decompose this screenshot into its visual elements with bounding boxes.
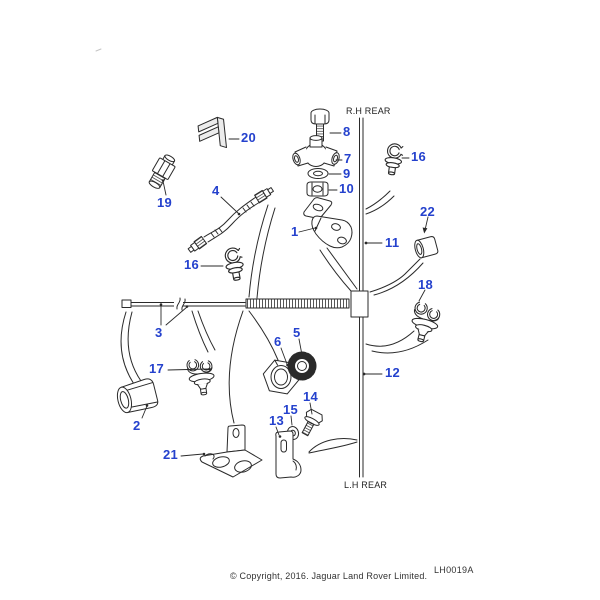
callout-2[interactable]: 2 xyxy=(133,418,141,433)
callout-10[interactable]: 10 xyxy=(339,181,355,196)
part-2-sleeve-drawing xyxy=(116,378,159,414)
callout-3[interactable]: 3 xyxy=(155,325,163,340)
part-18-clip-drawing xyxy=(406,300,443,346)
part-17-clip-drawing xyxy=(185,356,217,398)
pipe-run-curves xyxy=(120,190,429,454)
part-7-connector-drawing xyxy=(292,135,340,167)
callout-13[interactable]: 13 xyxy=(269,413,285,428)
callout-17[interactable]: 17 xyxy=(149,361,165,376)
part-12-vertical-pipe-lower xyxy=(359,316,364,478)
t-connector xyxy=(350,290,369,318)
callout-12[interactable]: 12 xyxy=(385,365,401,380)
callout-11[interactable]: 11 xyxy=(385,235,400,250)
callout-4[interactable]: 4 xyxy=(212,183,220,198)
callout-21[interactable]: 21 xyxy=(163,447,179,462)
part-4-hose-drawing xyxy=(186,185,276,255)
part-16-clip-right-drawing xyxy=(382,142,405,177)
callout-20[interactable]: 20 xyxy=(241,130,257,145)
leader-dots xyxy=(145,179,368,456)
part-3-horizontal-pipe xyxy=(121,297,350,311)
part-16-clip-left-drawing xyxy=(222,246,247,283)
callout-14[interactable]: 14 xyxy=(303,389,319,404)
part-20-clip-drawing xyxy=(197,116,227,149)
callout-16-right[interactable]: 16 xyxy=(411,149,427,164)
callout-8[interactable]: 8 xyxy=(343,124,351,139)
callout-6[interactable]: 6 xyxy=(274,334,282,349)
callout-16-left[interactable]: 16 xyxy=(184,257,200,272)
leader-lines xyxy=(141,132,429,457)
callout-7[interactable]: 7 xyxy=(344,151,352,166)
part-5-lock-washer-drawing xyxy=(287,351,317,381)
copyright-notice: © Copyright, 2016. Jaguar Land Rover Lim… xyxy=(230,571,428,581)
part-1-bracket-drawing xyxy=(303,197,353,249)
region-label-rh-rear: R.H REAR xyxy=(346,106,391,116)
part-14-bolt-drawing xyxy=(301,408,323,437)
scan-artifact xyxy=(95,48,102,52)
callout-15[interactable]: 15 xyxy=(283,402,299,417)
part-9-washer-drawing xyxy=(307,168,329,179)
callout-9[interactable]: 9 xyxy=(343,166,351,181)
part-10-nut-drawing xyxy=(306,181,329,197)
callout-1[interactable]: 1 xyxy=(291,224,299,239)
callout-22[interactable]: 22 xyxy=(420,204,436,219)
part-22-bush-drawing xyxy=(414,236,439,259)
part-19-union-drawing xyxy=(148,154,176,189)
diagram-code: LH0019A xyxy=(434,565,474,575)
callout-18[interactable]: 18 xyxy=(418,277,434,292)
part-21-bracket-drawing xyxy=(199,424,263,478)
part-13-bracket-drawing xyxy=(275,430,302,479)
region-label-lh-rear: L.H REAR xyxy=(344,480,388,490)
callout-19[interactable]: 19 xyxy=(157,195,173,210)
part-8-bolt-drawing xyxy=(310,108,330,142)
callout-5[interactable]: 5 xyxy=(293,325,301,340)
part-11-vertical-pipe-upper xyxy=(359,117,364,292)
